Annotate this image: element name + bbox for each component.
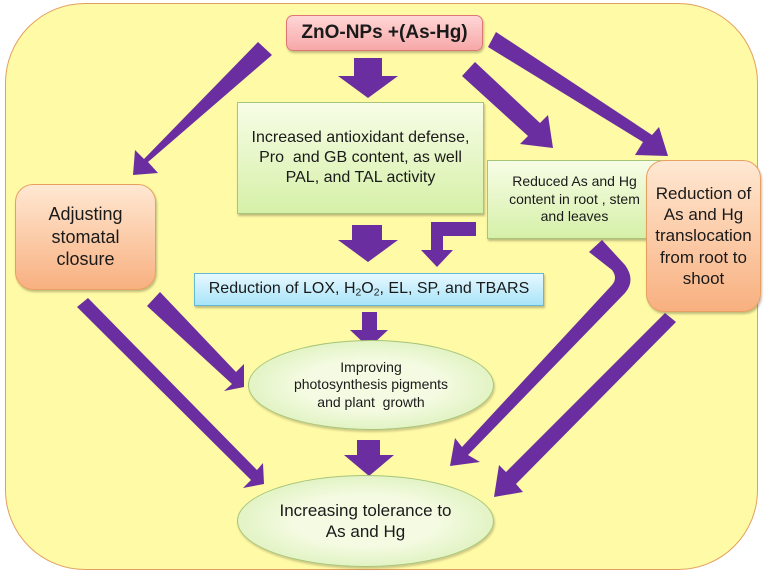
- translocation-line-3: translocation: [655, 226, 752, 246]
- arrow-photosynthesis-to-tolerance: [344, 440, 394, 476]
- antioxidant-line-3: PAL, and TAL activity: [285, 169, 436, 186]
- oxidative-prefix: Reduction of LOX, H: [208, 280, 356, 298]
- oxidative-suffix: , EL, SP, and TBARS: [379, 280, 530, 298]
- antioxidant-node: Increased antioxidant defense, Pro and G…: [237, 102, 484, 214]
- reduced-content-line-3: and leaves: [540, 208, 609, 225]
- arrow-antioxidant-to-oxidative: [338, 225, 398, 262]
- arrow-reduced-content-to-oxidative: [421, 222, 476, 267]
- translocation-node: Reduction of As and Hg translocation fro…: [646, 160, 761, 312]
- reduced-content-line-2: content in root , stem: [509, 190, 640, 207]
- translocation-line-2: As and Hg: [663, 205, 744, 225]
- oxidative-stress-node: Reduction of LOX, H2O2, EL, SP, and TBAR…: [194, 273, 544, 306]
- translocation-line-4: from root to: [660, 247, 747, 267]
- arrow-translocation-to-tolerance: [494, 313, 676, 497]
- arrow-stomatal-to-photosynthesis: [147, 292, 244, 391]
- arrow-treatment-to-antioxidant: [338, 58, 398, 98]
- treatment-label: ZnO-NPs +(As-Hg): [301, 22, 468, 44]
- oxidative-sub-1: 2: [355, 287, 362, 299]
- translocation-line-5: shoot: [682, 268, 725, 288]
- translocation-line-1: Reduction of: [655, 183, 752, 203]
- stomatal-line-2: stomatal: [51, 226, 120, 247]
- reduced-content-node: Reduced As and Hg content in root , stem…: [487, 160, 662, 239]
- photosynthesis-line-1: Improving: [340, 358, 402, 375]
- stomatal-node: Adjusting stomatal closure: [15, 184, 156, 290]
- antioxidant-line-2: Pro and GB content, as well: [259, 149, 462, 166]
- oxidative-label: Reduction of LOX, H2O2, EL, SP, and TBAR…: [209, 279, 529, 300]
- oxidative-sub-2: 2: [373, 287, 380, 299]
- antioxidant-line-1: Increased antioxidant defense,: [251, 129, 470, 146]
- photosynthesis-node: Improving photosynthesis pigments and pl…: [248, 340, 494, 430]
- photosynthesis-line-3: and plant growth: [317, 393, 425, 410]
- arrow-treatment-to-translocation: [488, 32, 668, 156]
- arrow-treatment-to-reduced-content: [462, 62, 553, 148]
- tolerance-line-1: Increasing tolerance to: [279, 500, 452, 520]
- arrow-treatment-to-stomatal: [133, 42, 272, 175]
- tolerance-line-2: As and Hg: [325, 522, 406, 541]
- arrow-oxidative-to-photosynthesis: [350, 312, 388, 348]
- oxidative-mid: O: [361, 280, 374, 298]
- tolerance-node: Increasing tolerance to As and Hg: [237, 475, 494, 567]
- arrow-stomatal-to-tolerance: [77, 298, 264, 488]
- arrow-reduced-content-to-tolerance: [450, 240, 631, 466]
- stomatal-line-1: Adjusting: [48, 204, 123, 225]
- treatment-node: ZnO-NPs +(As-Hg): [286, 15, 483, 51]
- stomatal-line-3: closure: [56, 249, 115, 270]
- reduced-content-line-1: Reduced As and Hg: [512, 173, 637, 190]
- photosynthesis-line-2: photosynthesis pigments: [293, 376, 449, 393]
